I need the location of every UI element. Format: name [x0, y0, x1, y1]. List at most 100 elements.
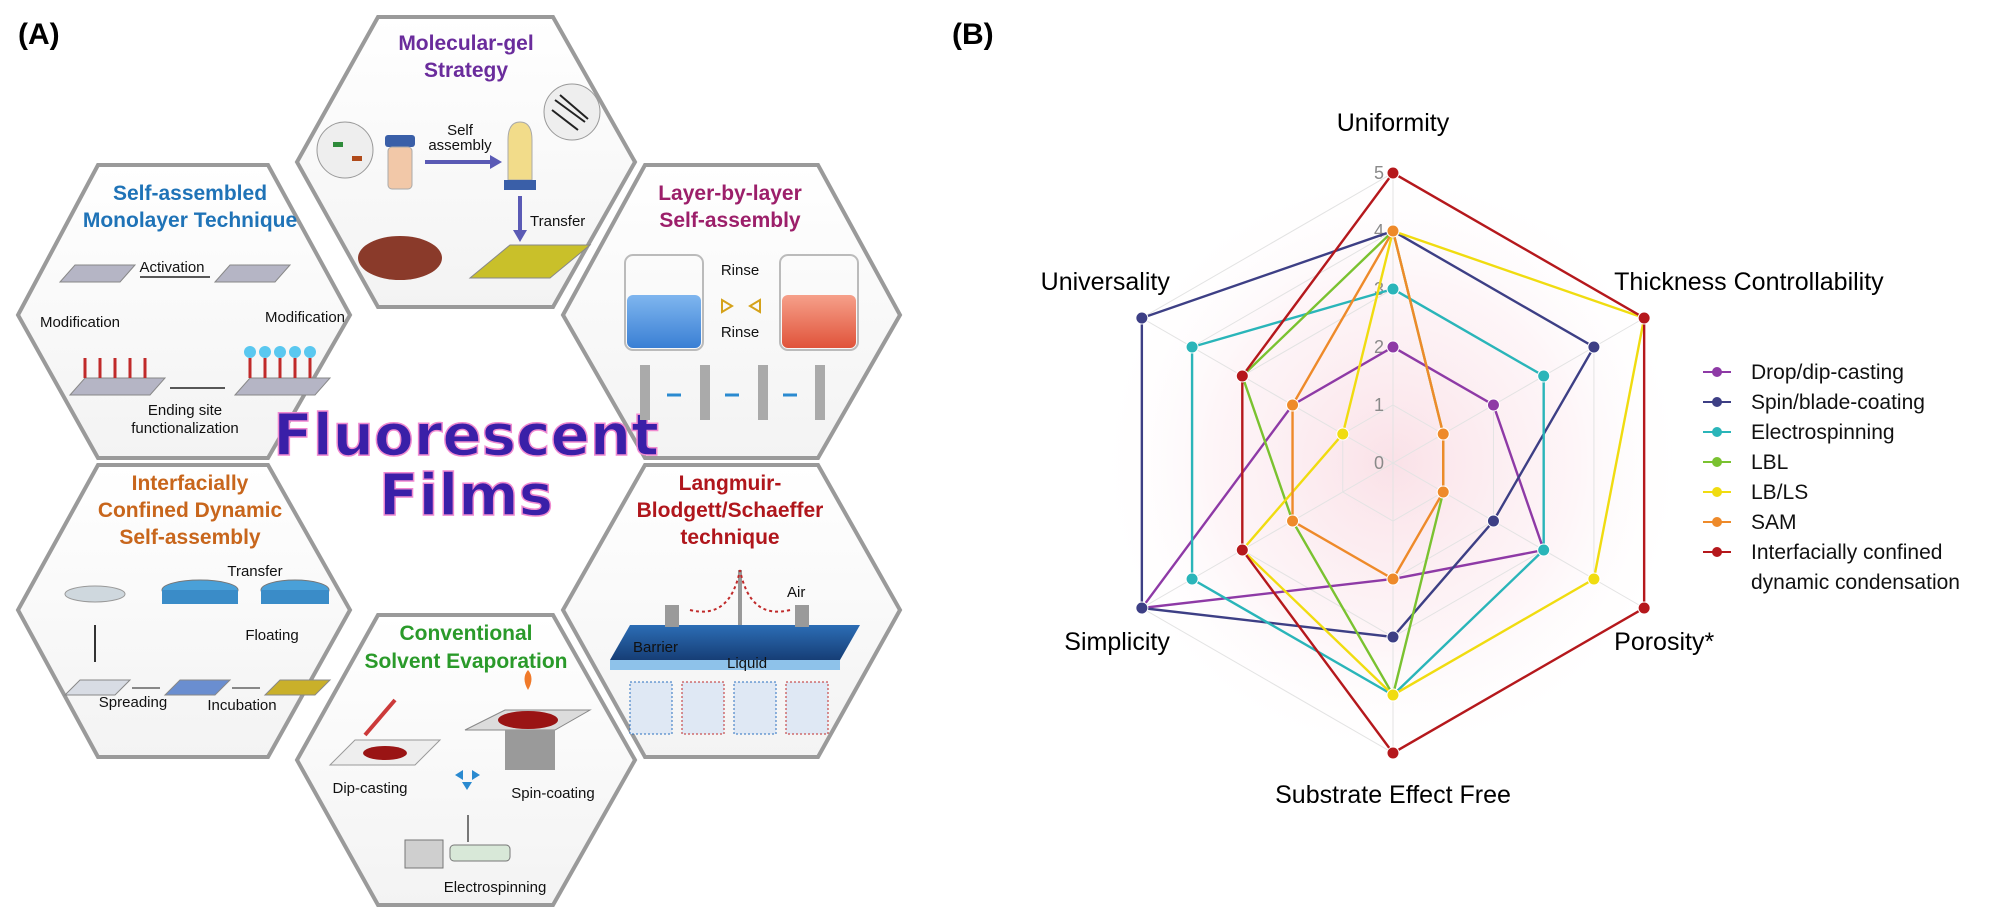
slide-1 [640, 365, 650, 420]
fibers [551, 94, 589, 131]
lb-film-1 [629, 681, 673, 735]
lbl-title-1: Layer-by-layer [658, 182, 802, 205]
series-point [1386, 572, 1400, 586]
transfer-caption-icds: Transfer [227, 563, 282, 580]
lb-film-3 [733, 681, 777, 735]
legend-swatch-dot [1712, 457, 1722, 467]
beaker-left [624, 254, 704, 351]
tick-label: 1 [1374, 395, 1384, 415]
functionalization-caption: functionalization [131, 420, 239, 437]
molecule-mark [333, 142, 343, 147]
hex-cse [294, 613, 638, 907]
activation-caption: Activation [139, 259, 204, 276]
gel-vial-cap [504, 180, 536, 190]
molecular-gel-content: Molecular-gel Strategy Self assembly Tra… [316, 32, 601, 280]
series-point [1386, 224, 1400, 238]
gel-network [358, 236, 442, 280]
legend-swatch-dot [1712, 367, 1722, 377]
ending-site-caption: Ending site [148, 402, 222, 419]
lb-film-2 [681, 681, 725, 735]
series-point [1286, 398, 1300, 412]
spread-substrate [63, 679, 132, 696]
slide-4 [815, 365, 825, 420]
incubation-caption: Incubation [207, 697, 276, 714]
spin-coating-caption: Spin-coating [511, 785, 594, 802]
barrier-caption: Barrier [633, 639, 678, 656]
bare-substrate [58, 264, 137, 283]
lb-film-4 [785, 681, 829, 735]
heat-flame [524, 670, 532, 690]
drop [363, 746, 407, 760]
activated-substrate [213, 264, 292, 283]
arrow-head [513, 230, 527, 242]
series-point [1386, 166, 1400, 180]
grid-spoke [1141, 462, 1394, 609]
hex-frames [15, 15, 903, 907]
series-point [1436, 427, 1450, 441]
axis-label: Thickness Controllability [1614, 268, 1884, 296]
sam-content: Self-assembled Monolayer Technique Activ… [40, 182, 345, 437]
center-title-line1: Fluorescent [273, 401, 659, 469]
cse-title-2: Solvent Evaporation [364, 650, 567, 673]
tick-label: 5 [1374, 163, 1384, 183]
center-title: Fluorescent Films [272, 400, 659, 530]
dip-casting-caption: Dip-casting [332, 780, 407, 797]
electrospinning-caption: Electrospinning [444, 879, 547, 896]
vial-cap [385, 135, 415, 147]
dropper [363, 698, 397, 737]
series-point [1587, 340, 1601, 354]
legend-label: Spin/blade-coating [1751, 391, 1925, 414]
direction-arrows [455, 770, 480, 790]
molecular-gel-title-1: Molecular-gel [398, 32, 533, 55]
slide-2 [700, 365, 710, 420]
series-point [1486, 514, 1500, 528]
legend-label: Interfacially confined [1751, 541, 1942, 564]
grid-spoke [1392, 462, 1645, 609]
lb-title-1: Langmuir- [679, 472, 782, 495]
arrow-head [490, 155, 502, 169]
water-dish-2-side [261, 590, 329, 604]
gel-vial [507, 121, 533, 181]
radar-legend: Drop/dip-castingSpin/blade-coatingElectr… [1703, 361, 1960, 594]
sam-title-2: Monolayer Technique [83, 209, 297, 232]
incubation-substrate [163, 679, 232, 696]
film-substrate [263, 679, 332, 696]
fluorophore [259, 346, 271, 358]
beaker-right [779, 254, 859, 351]
legend-label: Electrospinning [1751, 421, 1895, 444]
fluorophore [274, 346, 286, 358]
monolayer-chains-left [83, 358, 147, 378]
legend-swatch-dot [1712, 547, 1722, 557]
lb-title-3: technique [680, 526, 779, 549]
molecule-mark [352, 156, 362, 161]
series-point [1386, 688, 1400, 702]
series-point [1235, 369, 1249, 383]
film-dish [64, 585, 126, 603]
series-point [1386, 630, 1400, 644]
radar-series [1135, 166, 1651, 760]
trough-edge [610, 660, 840, 670]
modification-right-caption: Modification [265, 309, 345, 326]
monolayer-substrate-left [68, 377, 167, 396]
legend-label: LB/LS [1751, 481, 1808, 504]
fluorophore [304, 346, 316, 358]
molecular-gel-title-2: Strategy [424, 59, 508, 82]
grid-spoke [1392, 317, 1645, 464]
spin-film [498, 711, 558, 729]
lbl-content: Layer-by-layer Self-assembly Rinse Rinse [624, 182, 859, 420]
legend-swatch-dot [1712, 397, 1722, 407]
rinse-top-caption: Rinse [721, 262, 759, 279]
fluorophore [289, 346, 301, 358]
exchange-arrows [721, 298, 761, 314]
series-point [1486, 398, 1500, 412]
legend-swatch-dot [1712, 487, 1722, 497]
series-point [1637, 311, 1651, 325]
fluorophore [244, 346, 256, 358]
barrier-right [795, 605, 809, 627]
air-caption: Air [787, 584, 805, 601]
monolayer-substrate-right [233, 377, 332, 396]
vial [387, 146, 413, 190]
floating-caption: Floating [245, 627, 298, 644]
panel-a-label: (A) [18, 18, 60, 51]
